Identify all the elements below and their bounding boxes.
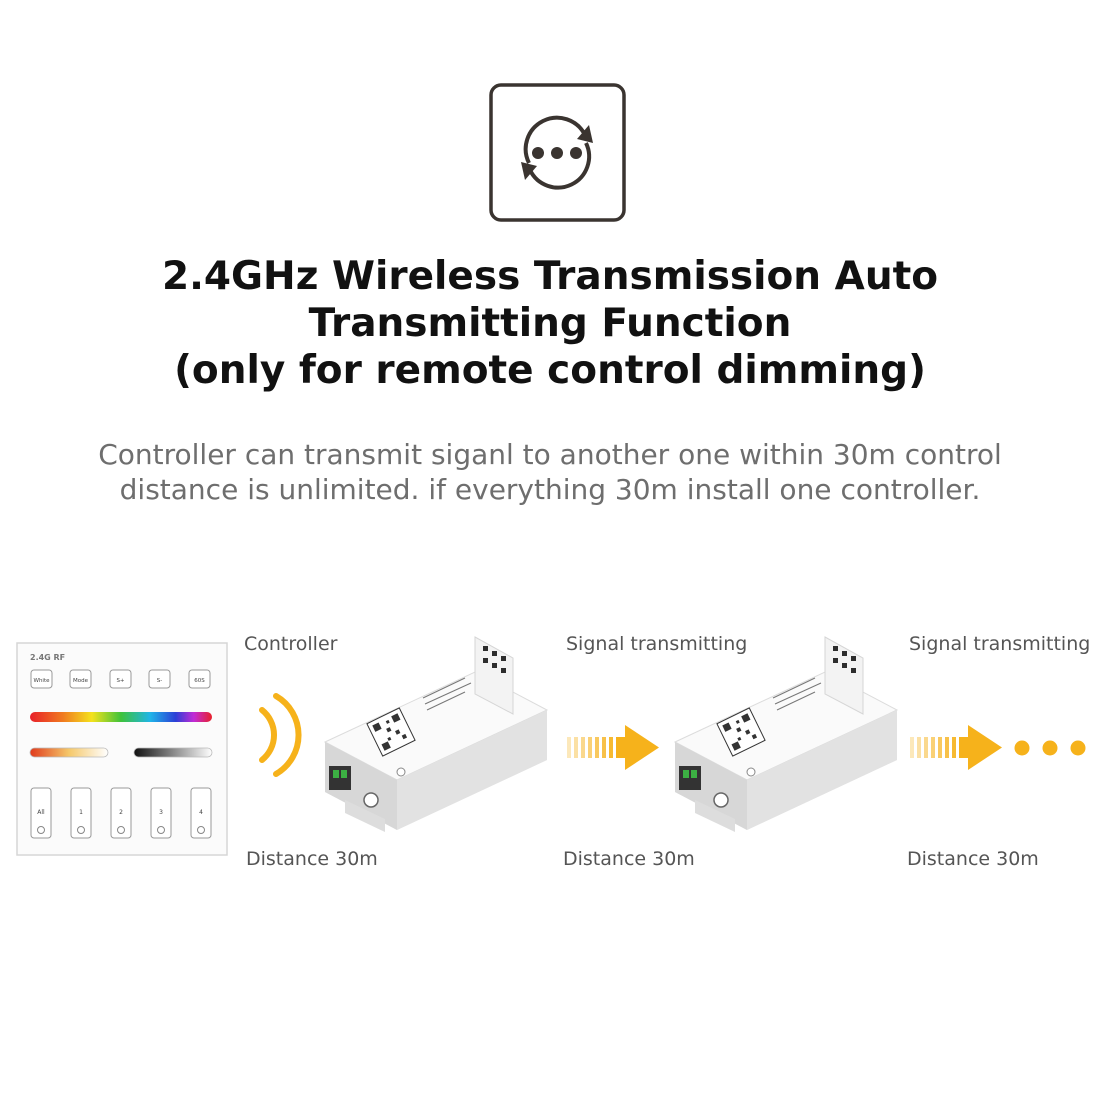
warm-tone-slider[interactable] <box>29 747 109 758</box>
remote-zone-3[interactable]: 3 <box>150 787 172 839</box>
description-line-2: distance is unlimited. if everything 30m… <box>119 473 981 506</box>
remote-zone-buttons: All 1 2 3 4 <box>30 787 212 839</box>
headline-line-3: (only for remote control dimming) <box>174 348 926 393</box>
remote-button-speed-down[interactable]: S- <box>148 669 171 689</box>
brightness-slider[interactable] <box>133 747 213 758</box>
remote-zone-1[interactable]: 1 <box>70 787 92 839</box>
controller-device-1 <box>323 636 549 832</box>
controller-device-2 <box>673 636 899 832</box>
transmit-arrow-icon <box>567 725 659 770</box>
svg-text:60S: 60S <box>194 678 205 684</box>
remote-button-timer[interactable]: 60S <box>188 669 211 689</box>
remote-button-mode[interactable]: Mode <box>69 669 92 689</box>
rgb-color-slider[interactable] <box>30 712 212 722</box>
label-controller: Controller <box>244 633 338 655</box>
svg-text:S-: S- <box>157 678 162 684</box>
svg-text:White: White <box>34 678 51 684</box>
svg-text:1: 1 <box>79 809 83 816</box>
svg-text:2: 2 <box>119 809 123 816</box>
label-signal-transmitting-2: Signal transmitting <box>909 633 1091 655</box>
remote-zone-all[interactable]: All <box>30 787 52 839</box>
label-distance-3: Distance 30m <box>907 848 1039 870</box>
wireless-signal-icon <box>259 693 302 777</box>
auto-transmit-icon <box>489 83 626 222</box>
remote-zone-4[interactable]: 4 <box>190 787 212 839</box>
transmit-arrow-icon <box>910 725 1002 770</box>
label-distance-1: Distance 30m <box>246 848 378 870</box>
remote-button-white[interactable]: White <box>30 669 53 689</box>
label-distance-2: Distance 30m <box>563 848 695 870</box>
svg-text:All: All <box>37 809 45 816</box>
headline: 2.4GHz Wireless Transmission Auto Transm… <box>0 253 1100 394</box>
wall-remote-panel: 2.4G RF White Mode S+ S- 60S All <box>16 642 228 856</box>
description: Controller can transmit siganl to anothe… <box>0 437 1100 507</box>
description-line-1: Controller can transmit siganl to anothe… <box>98 438 1002 471</box>
headline-line-1: 2.4GHz Wireless Transmission Auto <box>161 254 939 299</box>
ellipsis-icon <box>1014 740 1086 756</box>
svg-text:4: 4 <box>199 809 203 816</box>
svg-text:3: 3 <box>159 809 163 816</box>
remote-zone-2[interactable]: 2 <box>110 787 132 839</box>
remote-brand: 2.4G RF <box>30 653 65 662</box>
svg-text:Mode: Mode <box>73 678 89 684</box>
label-signal-transmitting-1: Signal transmitting <box>566 633 748 655</box>
remote-button-speed-up[interactable]: S+ <box>109 669 132 689</box>
remote-top-buttons: White Mode S+ S- 60S <box>30 669 211 689</box>
svg-text:S+: S+ <box>116 678 124 684</box>
headline-line-2: Transmitting Function <box>308 301 792 346</box>
